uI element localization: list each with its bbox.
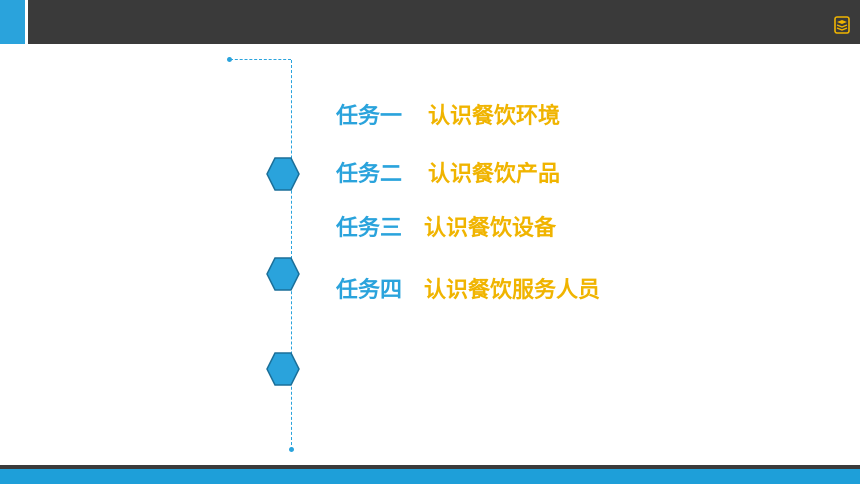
task-name: 认识餐饮设备 <box>424 216 557 241</box>
task-number: 任务一 <box>336 104 403 129</box>
task-item-3[interactable]: 任务三认识餐饮设备 <box>336 216 556 242</box>
hexagon-marker-1 <box>266 157 300 191</box>
top-bar-accent <box>0 0 25 44</box>
task-name: 认识餐饮服务人员 <box>424 278 601 303</box>
hexagon-marker-2 <box>266 257 300 291</box>
task-number: 任务三 <box>336 216 403 241</box>
task-name: 认识餐饮产品 <box>428 162 561 187</box>
task-item-1[interactable]: 任务一认识餐饮环境 <box>336 104 560 130</box>
timeline-line <box>291 60 292 450</box>
hexagon-marker-3 <box>266 352 300 386</box>
task-item-4[interactable]: 任务四认识餐饮服务人员 <box>336 278 600 304</box>
footer-dark-stripe <box>0 465 860 469</box>
layers-icon <box>834 16 850 34</box>
timeline-start-dot <box>227 57 232 62</box>
timeline-end-dot <box>289 447 294 452</box>
top-bar-separator <box>25 0 28 44</box>
top-bar <box>0 0 860 44</box>
footer-blue-bar <box>0 469 860 484</box>
timeline-top-connector <box>230 59 291 60</box>
task-number: 任务四 <box>336 278 403 303</box>
task-name: 认识餐饮环境 <box>428 104 561 129</box>
task-item-2[interactable]: 任务二认识餐饮产品 <box>336 162 560 188</box>
task-number: 任务二 <box>336 162 403 187</box>
